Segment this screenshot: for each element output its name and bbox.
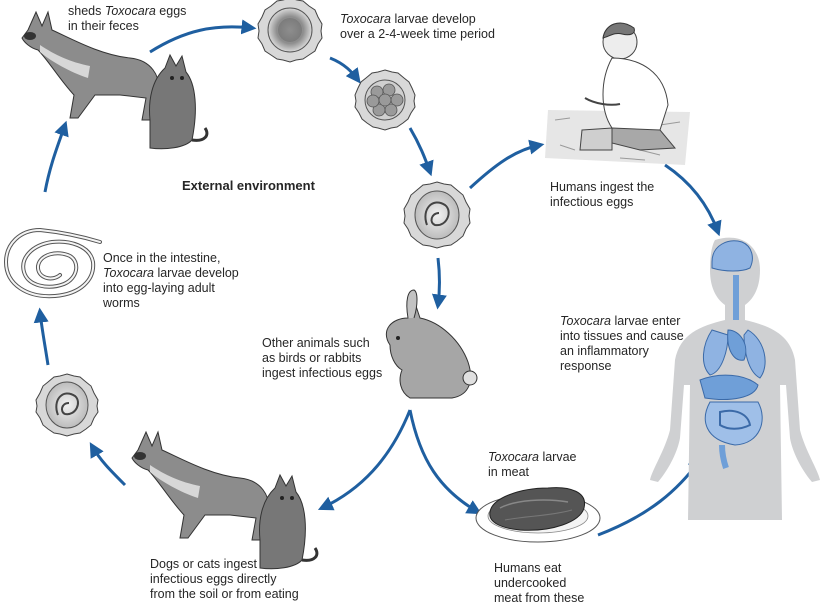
- label-other-animals-line1: Other animals such: [262, 336, 370, 350]
- label-humans-ingest-line2: infectious eggs: [550, 195, 634, 209]
- label-other-animals: Other animals such as birds or rabbits i…: [262, 336, 382, 381]
- external-environment-title: External environment: [182, 178, 315, 193]
- arrow-child-to-human: [664, 163, 722, 237]
- label-intestine-line4: worms: [103, 296, 140, 310]
- label-develop-line1: Toxocara larvae develop: [340, 12, 476, 26]
- label-humans-eat: Humans eat undercooked meat from these: [494, 561, 584, 606]
- label-humans-eat-line2: undercooked: [494, 576, 567, 590]
- label-sheds-line1: sheds Toxocara eggs: [68, 4, 187, 18]
- label-humans-eat-line3: meat from these: [494, 591, 585, 605]
- label-intestine-line3: into egg-laying adult: [103, 281, 215, 295]
- dog-cat-bottom-illustration: [131, 430, 319, 570]
- arrow-rabbit-to-meat: [408, 409, 482, 515]
- label-tissues-line2: into tissues and cause: [560, 329, 684, 343]
- label-other-animals-line2: as birds or rabbits: [262, 351, 362, 365]
- label-intestine-line2: Toxocara larvae develop: [103, 266, 239, 280]
- label-humans-eat-line1: Humans eat: [494, 561, 562, 575]
- label-tissues-line3: an inflammatory: [560, 344, 649, 358]
- label-tissues: Toxocara larvae enter into tissues and c…: [560, 314, 684, 374]
- adult-roundworm-illustration: [3, 227, 102, 299]
- label-sheds-line2: in their feces: [68, 19, 139, 33]
- label-dogs-ingest-line1: Dogs or cats ingest: [150, 557, 257, 571]
- label-meat-line2: in meat: [488, 465, 529, 479]
- arrow-egg3-to-rabbit: [431, 257, 447, 310]
- label-dogs-ingest-line2: infectious eggs directly: [150, 572, 277, 586]
- label-tissues-line4: response: [560, 359, 612, 373]
- child-playing-illustration: [545, 22, 690, 165]
- label-sheds-eggs: sheds Toxocara eggs in their feces: [68, 4, 186, 34]
- arrow-egg1-to-egg2: [329, 56, 361, 84]
- embryonated-egg-left-illustration: [35, 373, 99, 437]
- title-text: External environment: [182, 178, 315, 193]
- rabbit-illustration: [385, 289, 478, 399]
- dog-cat-top-illustration: [21, 10, 209, 150]
- label-tissues-line1: Toxocara larvae enter: [560, 314, 681, 328]
- label-meat-line1: Toxocara larvae: [488, 450, 577, 464]
- meat-on-plate-illustration: [475, 487, 601, 543]
- label-dogs-ingest-line3: from the soil or from eating: [150, 587, 299, 601]
- arrow-meat-to-human: [597, 456, 703, 537]
- label-larvae-develop: Toxocara larvae develop over a 2-4-week …: [340, 12, 495, 42]
- label-intestine: Once in the intestine, Toxocara larvae d…: [103, 251, 239, 311]
- label-develop-line2: over a 2-4-week time period: [340, 27, 495, 41]
- organ-system: [699, 240, 766, 469]
- label-intestine-line1: Once in the intestine,: [103, 251, 221, 265]
- arrow-worm-to-dogs: [43, 120, 69, 193]
- label-humans-ingest: Humans ingest the infectious eggs: [550, 180, 654, 210]
- dividing-egg-illustration: [354, 69, 416, 131]
- label-dogs-ingest: Dogs or cats ingest infectious eggs dire…: [150, 557, 299, 602]
- human-body-illustration: [650, 237, 820, 520]
- embryonated-egg-illustration: [403, 181, 471, 249]
- unembryonated-egg-illustration: [257, 0, 323, 63]
- label-other-animals-line3: ingest infectious eggs: [262, 366, 383, 380]
- arrow-rabbit-to-dogs: [317, 409, 412, 511]
- arrow-feces-to-egg: [149, 19, 257, 54]
- label-larvae-in-meat: Toxocara larvae in meat: [488, 450, 577, 480]
- arrow-egg-to-worm: [33, 307, 50, 366]
- arrow-dogs-to-egg: [89, 442, 127, 487]
- label-humans-ingest-line1: Humans ingest the: [550, 180, 655, 194]
- arrow-egg3-to-child: [468, 139, 545, 190]
- arrow-egg2-to-egg3: [408, 127, 434, 177]
